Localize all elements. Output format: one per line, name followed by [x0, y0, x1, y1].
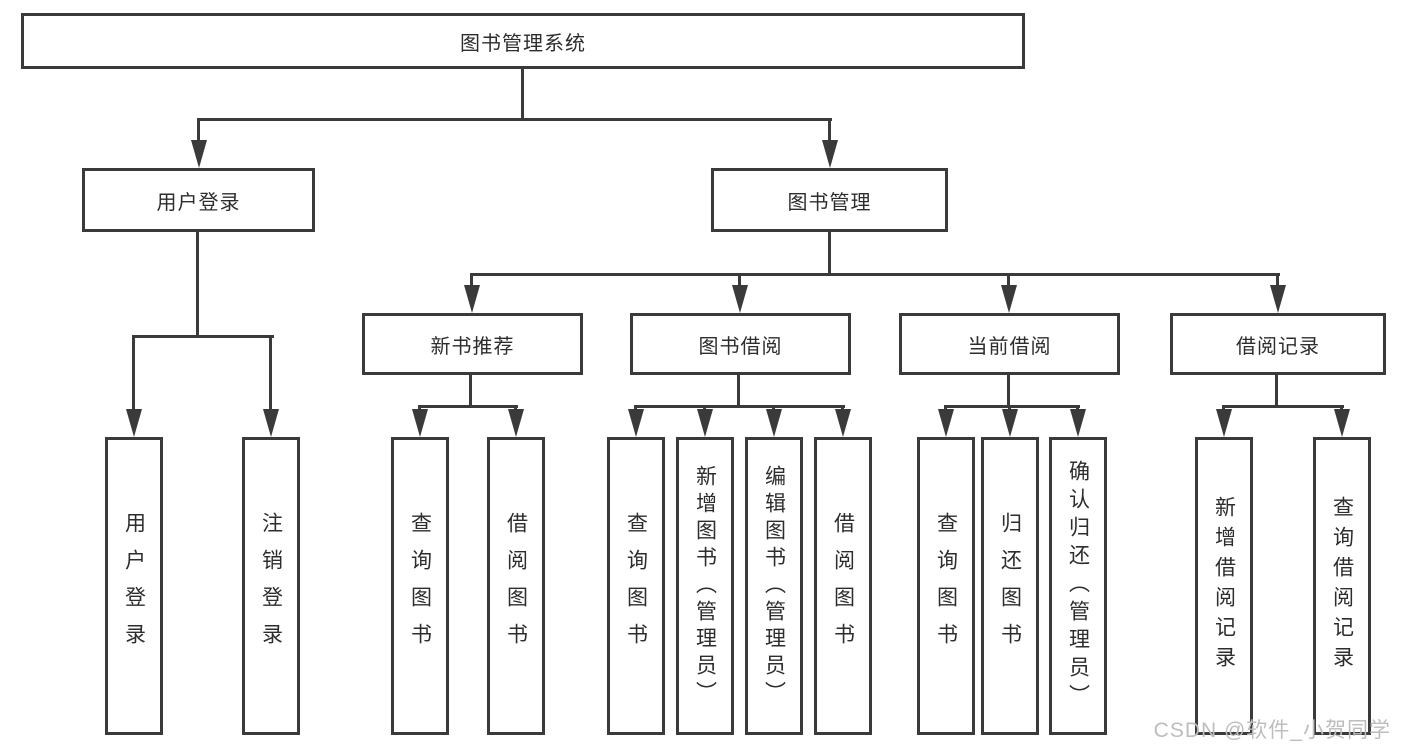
node-user-login: 用户登录: [82, 168, 315, 232]
leaf-label: 用户登录: [122, 512, 146, 660]
connector-line: [1007, 273, 1010, 287]
leaf-add-book-admin: 新增图书（管理员）: [676, 437, 734, 735]
connector-arrowhead: [126, 409, 142, 437]
connector-arrowhead: [1002, 409, 1018, 437]
connector-line: [828, 232, 831, 276]
node-book-management: 图书管理: [711, 168, 948, 232]
leaf-query-books-borrowing: 查询图书: [607, 437, 665, 735]
connector-line: [828, 118, 831, 144]
leaf-label: 查询图书: [624, 512, 648, 660]
connector-line: [132, 335, 135, 411]
connector-arrowhead: [628, 409, 644, 437]
leaf-return-books: 归还图书: [981, 437, 1039, 735]
leaf-query-borrow-record: 查询借阅记录: [1313, 437, 1371, 735]
leaf-add-borrow-record: 新增借阅记录: [1195, 437, 1253, 735]
leaf-label: 借阅图书: [504, 512, 528, 660]
leaf-label: 查询图书: [934, 512, 958, 660]
connector-arrowhead: [766, 409, 782, 437]
connector-line: [1276, 273, 1279, 287]
node-label: 用户登录: [156, 191, 241, 214]
leaf-query-books-recommend: 查询图书: [391, 437, 449, 735]
connector-arrowhead: [1001, 285, 1017, 313]
leaf-label: 借阅图书: [831, 512, 855, 660]
connector-arrowhead: [1270, 285, 1286, 313]
leaf-label: 归还图书: [998, 512, 1022, 660]
connector-line: [470, 273, 473, 287]
node-label: 图书管理: [787, 191, 872, 214]
connector-line: [196, 232, 199, 338]
connector-arrowhead: [1334, 409, 1350, 437]
leaf-confirm-return-admin: 确认归还（管理员）: [1049, 437, 1107, 735]
connector-arrowhead: [1070, 409, 1086, 437]
node-new-book-recommendation: 新书推荐: [362, 313, 583, 375]
leaf-label: 查询图书: [408, 512, 432, 660]
node-book-borrowing: 图书借阅: [630, 313, 851, 375]
connector-line: [944, 405, 1080, 408]
node-borrowing-records: 借阅记录: [1170, 313, 1386, 375]
connector-arrowhead: [835, 409, 851, 437]
leaf-query-books-current: 查询图书: [917, 437, 975, 735]
connector-line: [1275, 375, 1278, 408]
connector-line: [269, 335, 272, 411]
node-label: 当前借阅: [967, 335, 1052, 358]
connector-line: [132, 335, 274, 338]
connector-arrowhead: [697, 409, 713, 437]
node-label: 新书推荐: [430, 335, 515, 358]
node-label: 借阅记录: [1236, 335, 1320, 358]
connector-line: [1222, 405, 1344, 408]
connector-line: [634, 405, 845, 408]
leaf-label: 查询借阅记录: [1330, 496, 1354, 676]
node-library-management-system: 图书管理系统: [21, 13, 1025, 69]
leaf-label: 注销登录: [259, 512, 283, 660]
connector-line: [737, 375, 740, 408]
node-current-borrowing: 当前借阅: [899, 313, 1120, 375]
connector-line: [197, 118, 832, 121]
leaf-borrow-books: 借阅图书: [814, 437, 872, 735]
connector-line: [197, 118, 200, 144]
connector-arrowhead: [263, 409, 279, 437]
connector-line: [469, 375, 472, 408]
connector-arrowhead: [1216, 409, 1232, 437]
connector-line: [1007, 375, 1010, 408]
connector-line: [738, 273, 741, 287]
connector-line: [470, 273, 1280, 276]
leaf-edit-book-admin: 编辑图书（管理员）: [745, 437, 803, 735]
leaf-label: 新增图书（管理员）: [693, 464, 717, 708]
leaf-label: 确认归还（管理员）: [1066, 460, 1090, 712]
leaf-user-login: 用户登录: [105, 437, 163, 735]
connector-arrowhead: [508, 409, 524, 437]
connector-line: [521, 69, 524, 121]
node-label: 图书管理系统: [460, 32, 586, 55]
connector-arrowhead: [412, 409, 428, 437]
node-label: 图书借阅: [698, 335, 783, 358]
leaf-borrow-books-recommend: 借阅图书: [487, 437, 545, 735]
watermark: CSDN @软件_小贺同学: [1153, 719, 1391, 742]
connector-arrowhead: [191, 140, 207, 168]
connector-arrowhead: [938, 409, 954, 437]
connector-line: [418, 405, 518, 408]
leaf-logout: 注销登录: [242, 437, 300, 735]
connector-arrowhead: [464, 285, 480, 313]
leaf-label: 编辑图书（管理员）: [762, 464, 786, 708]
leaf-label: 新增借阅记录: [1212, 496, 1236, 676]
connector-arrowhead: [822, 140, 838, 168]
connector-arrowhead: [732, 285, 748, 313]
